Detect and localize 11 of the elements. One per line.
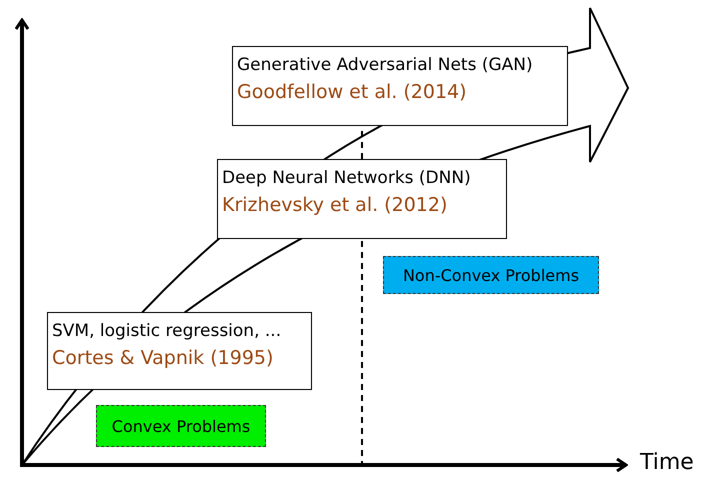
- method-name: Generative Adversarial Nets (GAN): [237, 55, 534, 75]
- method-name: SVM, logistic regression, ...: [52, 321, 282, 341]
- category-tag: Non-Convex Problems: [383, 256, 599, 294]
- category-tag: Convex Problems: [96, 405, 266, 447]
- axis-label: Time: [640, 450, 694, 475]
- method-name: Deep Neural Networks (DNN): [222, 168, 472, 188]
- milestone-box: [47, 312, 312, 390]
- milestone-box: [232, 46, 568, 126]
- citation: Krizhevsky et al. (2012): [222, 194, 448, 216]
- citation: Cortes & Vapnik (1995): [52, 347, 274, 369]
- citation: Goodfellow et al. (2014): [237, 81, 468, 103]
